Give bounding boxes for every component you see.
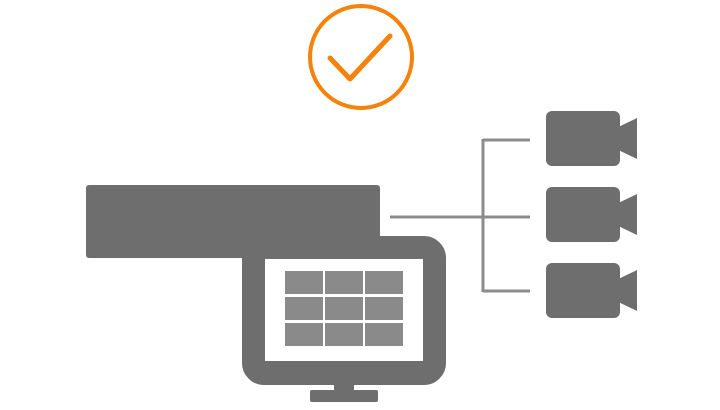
camera-lens [612, 270, 637, 311]
video-tile [325, 323, 363, 346]
camera-lens [612, 118, 637, 159]
checkmark-icon [308, 4, 414, 110]
video-tile [325, 297, 363, 320]
video-tile [285, 271, 323, 294]
monitor-video-grid [285, 271, 403, 346]
camera-group [546, 111, 637, 318]
video-camera-icon [546, 187, 637, 242]
monitor-icon [242, 236, 446, 402]
checkmark-circle [308, 4, 414, 110]
video-tile [325, 271, 363, 294]
video-camera-icon [546, 263, 637, 318]
checkmark-tick [327, 33, 393, 82]
video-camera-icon [546, 111, 637, 166]
connection-lines [390, 138, 530, 293]
camera-body [546, 111, 620, 166]
camera-body [546, 263, 620, 318]
camera-body [546, 187, 620, 242]
video-tile [285, 323, 323, 346]
video-tile [285, 297, 323, 320]
video-tile [365, 323, 403, 346]
monitor-neck [334, 379, 354, 393]
monitor-stand [310, 390, 378, 402]
video-tile [365, 297, 403, 320]
camera-lens [612, 194, 637, 235]
video-tile [365, 271, 403, 294]
